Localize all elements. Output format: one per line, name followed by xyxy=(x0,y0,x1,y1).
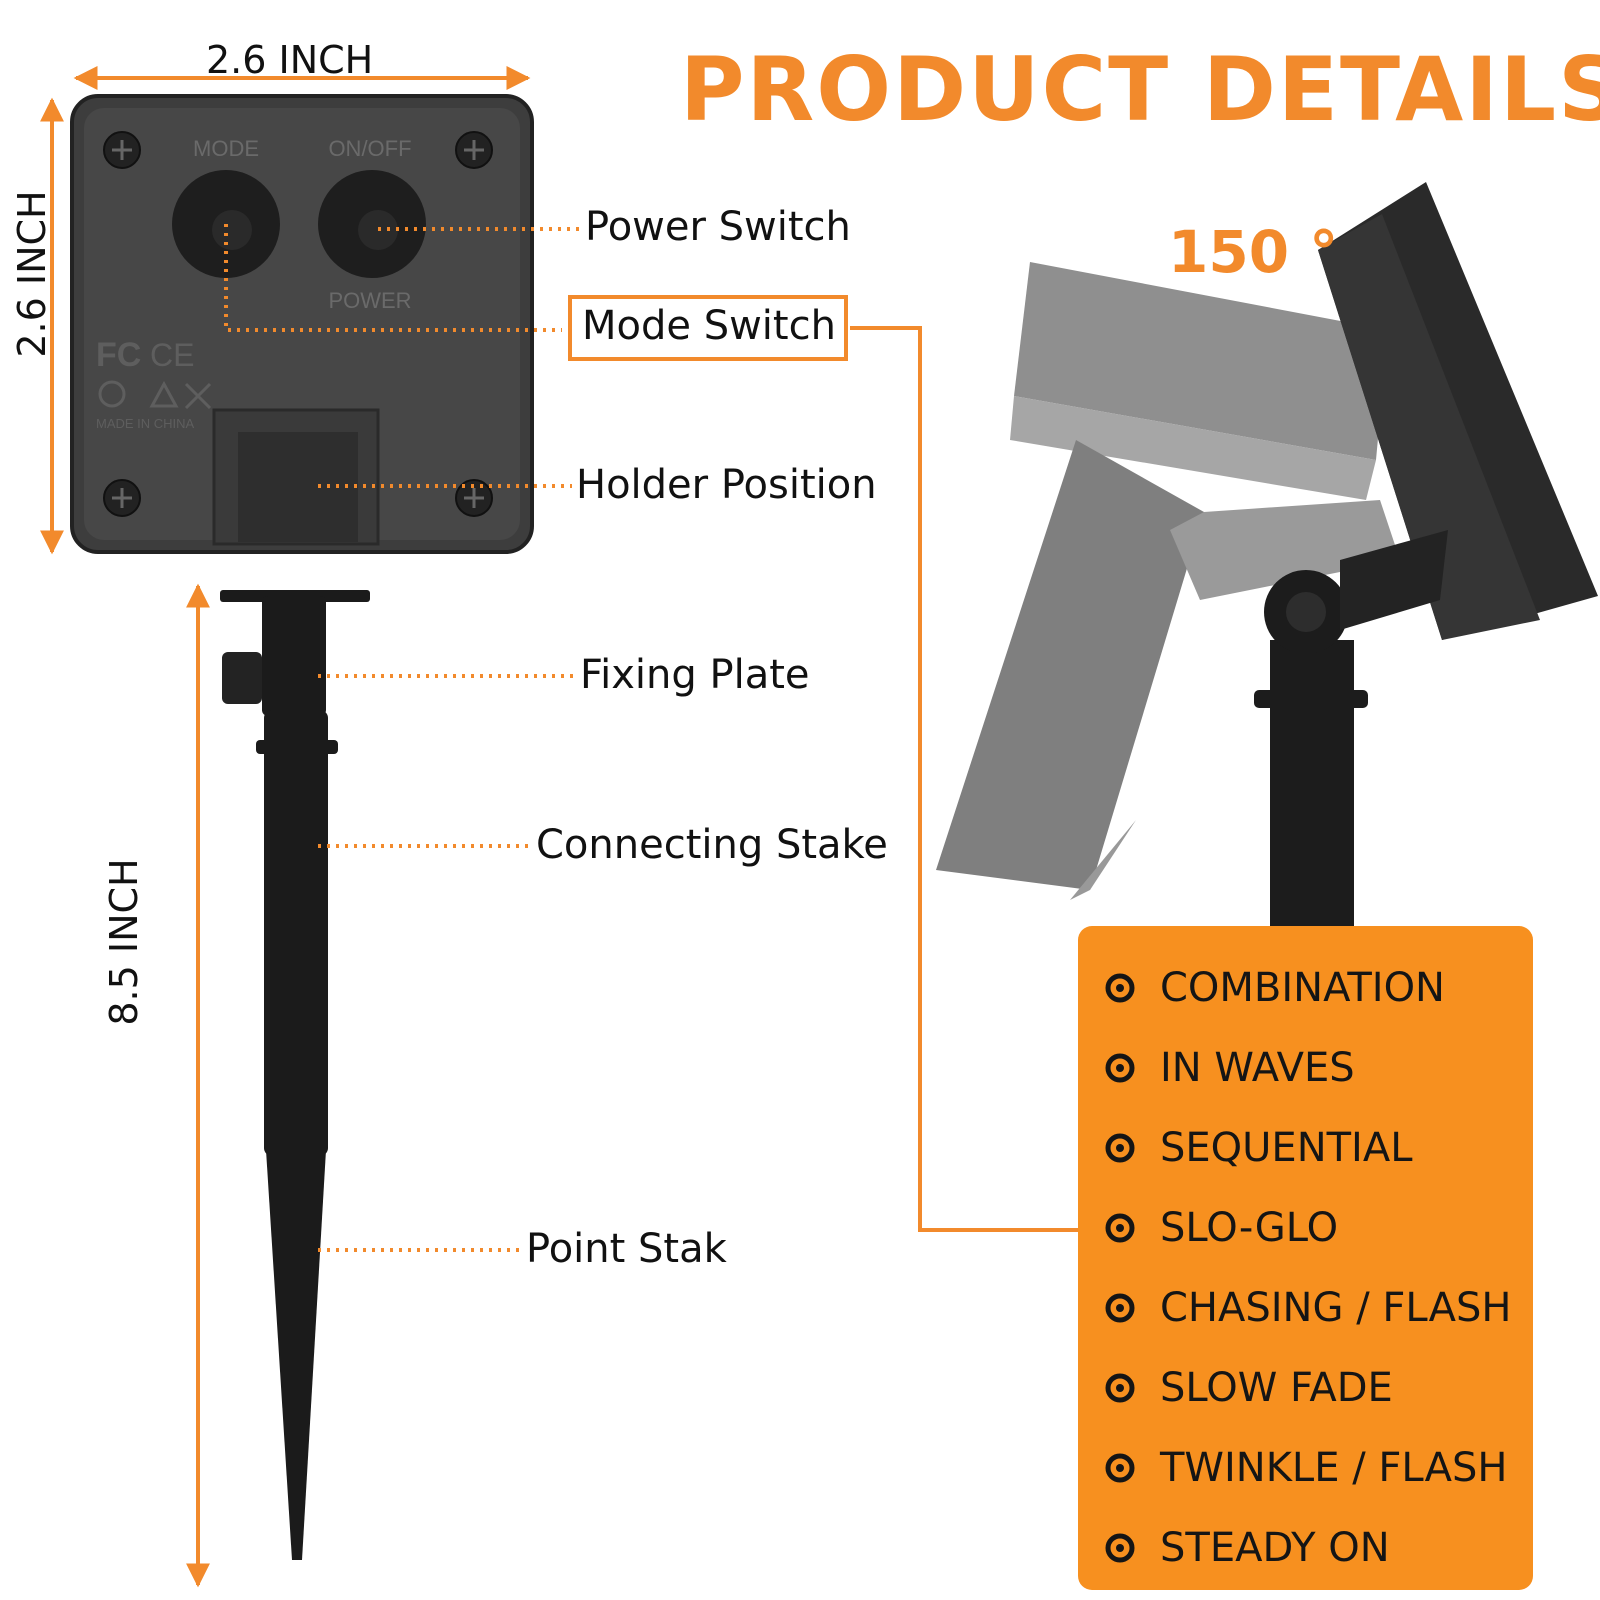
mode-panel-connector xyxy=(850,326,1080,1232)
power-print: POWER xyxy=(328,288,411,313)
page-title: PRODUCT DETAILS xyxy=(680,38,1600,141)
mode-print: MODE xyxy=(193,136,259,161)
target-icon xyxy=(1105,1453,1135,1483)
list-item: STEADY ON xyxy=(1104,1508,1511,1588)
target-icon xyxy=(1105,973,1135,1003)
ce-logo: CE xyxy=(150,337,194,373)
power-switch-label: Power Switch xyxy=(585,204,851,250)
target-icon xyxy=(1105,1133,1135,1163)
mode-label: SLO-GLO xyxy=(1160,1205,1339,1251)
connecting-stake-label: Connecting Stake xyxy=(536,822,888,868)
triangle-icon xyxy=(149,380,179,408)
fixing-plate-label: Fixing Plate xyxy=(580,652,810,698)
tilt-angle-label: 150 ° xyxy=(1168,218,1339,286)
solar-panel xyxy=(1318,182,1598,640)
pole xyxy=(1254,570,1368,926)
modes-panel xyxy=(1078,926,1533,1590)
list-item: SEQUENTIAL xyxy=(1104,1108,1511,1188)
target-icon xyxy=(1105,1533,1135,1563)
mode-label: SEQUENTIAL xyxy=(1160,1125,1413,1171)
fcc-logo: FC xyxy=(96,336,141,374)
recycle-icon xyxy=(98,380,126,408)
stake xyxy=(220,590,370,1560)
target-icon xyxy=(1105,1293,1135,1323)
list-item: TWINKLE / FLASH xyxy=(1104,1428,1511,1508)
list-item: SLO-GLO xyxy=(1104,1188,1511,1268)
mode-switch-box xyxy=(568,295,848,361)
list-item: CHASING / FLASH xyxy=(1104,1268,1511,1348)
target-icon xyxy=(1105,1373,1135,1403)
control-box: MODE ON/OFF POWER FC CE MADE IN CHINA xyxy=(70,94,534,554)
modes-list: COMBINATION IN WAVES SEQUENTIAL SLO-GLO … xyxy=(1104,948,1511,1588)
mode-label: STEADY ON xyxy=(1160,1525,1390,1571)
point-stake-label: Point Stak xyxy=(526,1226,727,1272)
stake-height-label: 8.5 INCH xyxy=(102,858,146,1026)
ghost-panel-horizontal xyxy=(1010,262,1388,500)
mode-label: IN WAVES xyxy=(1160,1045,1355,1091)
weee-icon xyxy=(184,382,212,410)
mode-label: TWINKLE / FLASH xyxy=(1160,1445,1508,1491)
mode-label: CHASING / FLASH xyxy=(1160,1285,1512,1331)
list-item: COMBINATION xyxy=(1104,948,1511,1028)
mode-switch-label: Mode Switch xyxy=(582,303,836,349)
list-item: IN WAVES xyxy=(1104,1028,1511,1108)
mode-label: SLOW FADE xyxy=(1160,1365,1393,1411)
target-icon xyxy=(1105,1213,1135,1243)
onoff-print: ON/OFF xyxy=(328,136,411,161)
box-height-label: 2.6 INCH xyxy=(10,190,54,358)
ghost-panel-vertical xyxy=(936,440,1400,900)
mode-label: COMBINATION xyxy=(1160,965,1445,1011)
made-in-print: MADE IN CHINA xyxy=(96,416,195,431)
target-icon xyxy=(1105,1053,1135,1083)
box-width-label: 2.6 INCH xyxy=(206,38,374,82)
list-item: SLOW FADE xyxy=(1104,1348,1511,1428)
holder-position-label: Holder Position xyxy=(576,462,877,508)
